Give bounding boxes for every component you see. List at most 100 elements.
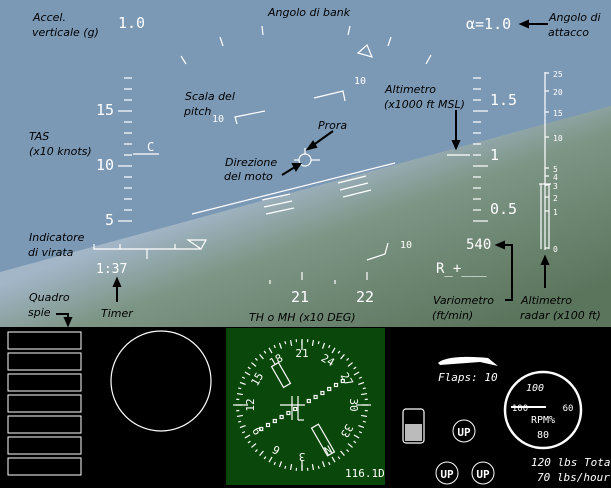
radar-alt-label: 4 xyxy=(553,173,558,182)
annotation-aoa: attacco xyxy=(548,26,589,39)
annotation-heading: TH o MH (x10 DEG) xyxy=(249,311,356,324)
hsi-heading-label: 15 xyxy=(248,370,266,388)
gear-label: UP xyxy=(476,468,490,481)
hsi-tick xyxy=(259,354,264,360)
hsi-tick xyxy=(346,449,350,453)
hsi-tick xyxy=(317,465,320,469)
speed-label-10: 10 xyxy=(96,156,114,174)
hsi-tick xyxy=(360,414,368,418)
turn-triangle-icon xyxy=(186,239,208,250)
gear-right-button[interactable]: UP xyxy=(471,461,495,485)
annotation-timer: Timer xyxy=(101,307,134,320)
hsi-tick xyxy=(337,350,341,354)
annotation-quadro: spie xyxy=(28,306,51,319)
cdi-dot xyxy=(272,418,277,424)
hsi-panel xyxy=(226,328,385,485)
hsi-tick xyxy=(321,461,326,468)
hsi-tick xyxy=(358,424,365,429)
warning-light xyxy=(7,457,82,476)
hsi-tick xyxy=(340,450,345,456)
annotation-altimetro: Altimetro xyxy=(384,83,436,96)
pitch-label: 10 xyxy=(212,114,224,125)
adi-ball xyxy=(110,330,212,432)
rpm-label: 100 xyxy=(512,404,528,414)
cdi-dot xyxy=(286,410,291,416)
hsi-tick xyxy=(346,357,350,361)
cdi-dot xyxy=(340,378,345,384)
hsi-tick xyxy=(254,357,258,361)
warning-light xyxy=(7,352,82,371)
fuel-tank-icon xyxy=(402,408,425,444)
speed-label-15: 15 xyxy=(96,101,114,119)
rpm-label: 60 xyxy=(563,404,574,414)
warning-light xyxy=(7,415,82,434)
hsi-tick xyxy=(353,440,357,444)
cdi-dot xyxy=(306,398,311,404)
hsi-tick xyxy=(259,450,264,456)
bank-pointer-icon xyxy=(356,43,374,58)
cdi-dot xyxy=(320,390,325,396)
speed-caret: C xyxy=(147,140,154,154)
radar-alt-label: 3 xyxy=(553,182,558,191)
gear-left-button[interactable]: UP xyxy=(435,461,459,485)
hsi-tick xyxy=(331,347,336,354)
annotation-arrows xyxy=(56,19,550,328)
gear-nose-button[interactable]: UP xyxy=(452,419,476,443)
fuel-total: 120 lbs Total xyxy=(531,456,611,469)
hsi-tick xyxy=(353,434,360,439)
hsi-tick xyxy=(247,440,251,444)
cdi-dot xyxy=(333,382,339,388)
radar-alt-label: 0 xyxy=(553,245,558,254)
hsi-tick xyxy=(362,420,366,423)
hsi-tick xyxy=(273,461,276,466)
hsi-heading-label: 33 xyxy=(338,422,356,440)
warning-light xyxy=(7,331,82,350)
alt-label-1-5: 1.5 xyxy=(490,91,517,109)
radar-alt-label: 20 xyxy=(553,88,563,97)
hsi-tick xyxy=(241,376,246,379)
hsi-tick xyxy=(273,344,276,349)
hsi-tick xyxy=(311,463,315,471)
hsi-tick xyxy=(239,381,246,386)
rpm-label: 80 xyxy=(537,430,549,441)
hsi-tick xyxy=(284,465,287,469)
vertical-speed-readout: 540 xyxy=(466,237,491,253)
hsi-tick xyxy=(278,461,283,468)
flaps-wing-icon xyxy=(438,356,498,366)
annotation-direzione: del moto xyxy=(224,170,273,183)
hsi-tick xyxy=(328,344,331,349)
annotation-tas: (x10 knots) xyxy=(29,145,92,158)
hsi-heading-label: 18 xyxy=(267,351,285,369)
hsi-tick xyxy=(263,350,267,354)
speed-label-5: 5 xyxy=(105,211,114,229)
warning-light xyxy=(7,394,82,413)
cdi-dot xyxy=(313,394,318,400)
annotation-tas: TAS xyxy=(29,130,49,143)
hsi-tick xyxy=(239,424,246,429)
turn-indicator xyxy=(93,239,208,259)
annotation-variometro: Variometro xyxy=(433,294,494,307)
hsi-tick xyxy=(247,366,251,370)
nav-frequency: 116.1D xyxy=(345,467,385,480)
hsi-tick xyxy=(236,414,244,418)
pitch-label: 10 xyxy=(354,76,366,87)
hsi-tick xyxy=(331,456,336,463)
annotation-pitch: pitch xyxy=(183,105,211,118)
hsi-tick xyxy=(340,354,345,360)
hsi-tick xyxy=(278,342,283,349)
hsi-tick xyxy=(263,456,267,460)
radar-alt-label: 5 xyxy=(553,165,558,174)
hsi-tick xyxy=(358,381,365,386)
hsi-tick xyxy=(238,420,242,423)
hsi-tick xyxy=(284,341,287,345)
hsi-tick xyxy=(254,449,258,453)
heading-scale xyxy=(269,272,368,284)
hsi-tick xyxy=(321,342,326,349)
ground xyxy=(0,106,611,327)
warning-light xyxy=(7,436,82,455)
hsi-heading-label: 24 xyxy=(319,351,337,369)
hsi-tick xyxy=(289,463,293,471)
